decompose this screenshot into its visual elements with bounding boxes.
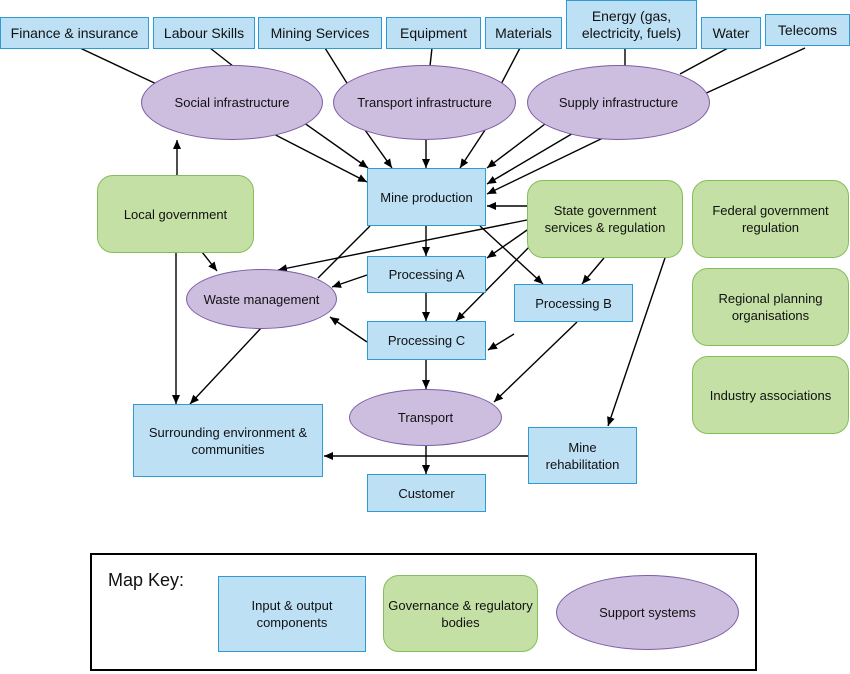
- link-telecoms-supply: [701, 47, 806, 96]
- surrounding-environment-node: Surrounding environment & communities: [133, 404, 323, 477]
- link-mine-waste: [317, 225, 371, 279]
- arrow-state-waste: [277, 219, 528, 273]
- arrow-supply-mine-2: [486, 131, 576, 185]
- map-key-panel: [90, 553, 757, 671]
- legend-input-output: Input & output components: [218, 576, 366, 652]
- labour-skills-box: Labour Skills: [153, 17, 255, 49]
- arrow-processingb-transport: [493, 321, 578, 403]
- materials-box: Materials: [485, 17, 562, 49]
- arrow-waste-surrounding: [189, 326, 263, 405]
- mining-services-box: Mining Services: [258, 17, 382, 49]
- arrow-local-waste: [201, 251, 218, 272]
- finance-insurance-box: Finance & insurance: [0, 17, 149, 49]
- regional-planning-node: Regional planning organisations: [692, 268, 849, 346]
- arrow-state-processinga: [486, 227, 531, 259]
- processing-b-node: Processing B: [514, 284, 633, 322]
- telecoms-box: Telecoms: [765, 14, 850, 46]
- arrow-social-mine-1: [261, 127, 368, 183]
- state-government-node: State government services & regulation: [527, 180, 683, 258]
- legend-governance: Governance & regulatory bodies: [383, 575, 538, 652]
- transport-node: Transport: [349, 389, 502, 446]
- waste-management-node: Waste management: [186, 269, 337, 329]
- arrow-state-rehab: [607, 257, 666, 427]
- map-key-title: Map Key:: [108, 570, 185, 590]
- processing-c-node: Processing C: [367, 321, 486, 360]
- arrow-mine-processingb: [479, 225, 544, 285]
- energy-box: Energy (gas, electricity, fuels): [566, 0, 697, 49]
- arrow-transport-mine-3: [459, 129, 486, 169]
- arrow-state-processingc: [455, 235, 541, 322]
- industry-associations-node: Industry associations: [692, 356, 849, 434]
- supply-infrastructure-node: Supply infrastructure: [527, 65, 710, 140]
- arrow-social-mine-2: [299, 119, 369, 169]
- arrow-processingb-processingc: [487, 333, 515, 351]
- arrow-processinga-waste: [331, 274, 368, 288]
- arrow-supply-mine-1: [486, 123, 546, 169]
- equipment-box: Equipment: [386, 17, 481, 49]
- local-government-node: Local government: [97, 175, 254, 253]
- customer-node: Customer: [367, 474, 486, 512]
- link-mining-transport: [324, 47, 351, 89]
- arrow-processingc-waste: [329, 316, 368, 343]
- link-water-supply: [679, 47, 729, 75]
- arrow-supply-mine-3: [486, 136, 606, 195]
- federal-government-node: Federal government regulation: [692, 180, 849, 258]
- legend-support: Support systems: [556, 575, 739, 650]
- transport-infrastructure-node: Transport infrastructure: [333, 65, 516, 140]
- arrow-state-processingb: [581, 257, 605, 285]
- arrow-transport-mine-1: [364, 129, 393, 169]
- mine-production-node: Mine production: [367, 168, 486, 226]
- mine-rehabilitation-node: Mine rehabilitation: [528, 427, 637, 484]
- link-equipment-transport: [429, 47, 433, 67]
- water-box: Water: [701, 17, 761, 49]
- processing-a-node: Processing A: [367, 256, 486, 293]
- social-infrastructure-node: Social infrastructure: [141, 65, 323, 140]
